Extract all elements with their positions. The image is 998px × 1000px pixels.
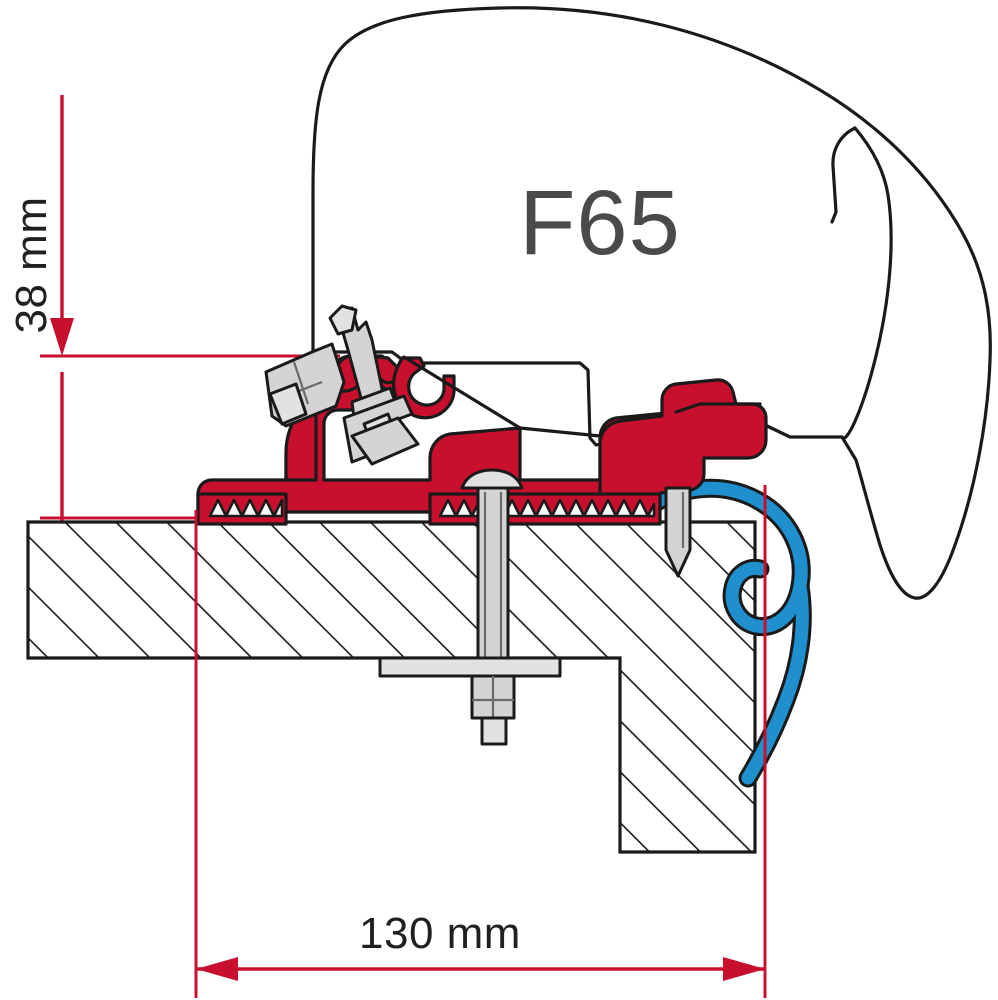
dim-arrowhead-top (50, 318, 74, 356)
clamp-screw-assembly (264, 304, 420, 466)
dim-arrowhead-left (196, 957, 238, 981)
dim-arrowhead-right (723, 957, 765, 981)
dimension-width-label: 130 mm (359, 909, 521, 958)
adapter-bracket-profile (196, 353, 768, 526)
rubber-seal-profile (626, 478, 812, 788)
bolt-shaft (476, 486, 510, 666)
awning-case-flap (830, 126, 893, 440)
awning-case-outline (311, 6, 992, 600)
dimension-130mm: 130 mm (194, 485, 767, 998)
fixing-pin (664, 486, 692, 578)
roof-panel-section (26, 520, 757, 854)
through-bolt-assembly (378, 468, 562, 746)
roof-wall-hatch (26, 520, 757, 854)
dimension-38mm: 38 mm (7, 95, 340, 560)
model-label-f65: F65 (519, 172, 681, 274)
bolt-thread-end (480, 716, 508, 746)
dimension-height-label: 38 mm (7, 197, 56, 334)
bolt-washer-plate (378, 656, 562, 678)
